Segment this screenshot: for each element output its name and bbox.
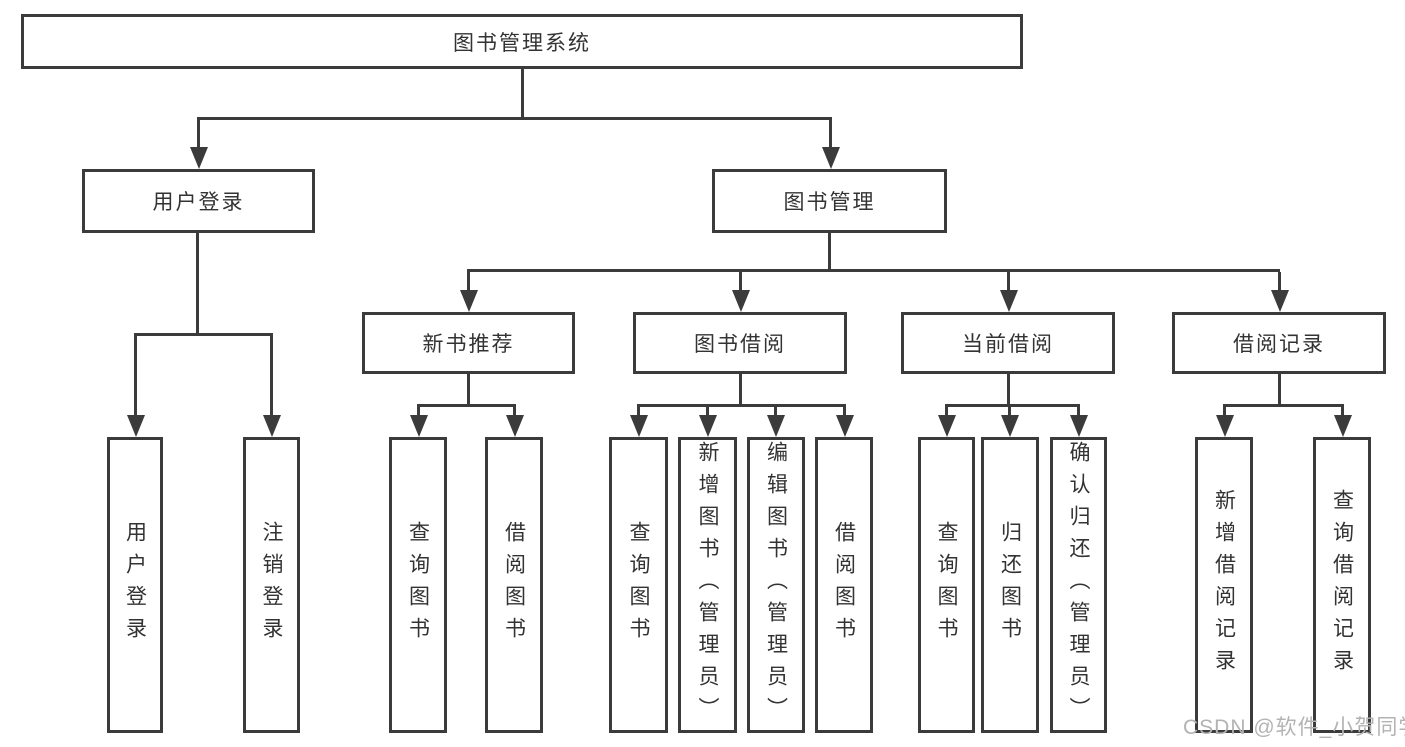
node-label: 注销登录 bbox=[260, 521, 283, 649]
watermark-text: CSDN @软件_小贺同学 bbox=[1183, 716, 1405, 739]
node-label: 归还图书 bbox=[998, 521, 1022, 649]
connector-line bbox=[1008, 407, 1011, 417]
leaf-current-query-books: 查询图书 bbox=[918, 437, 975, 733]
connector-line bbox=[417, 404, 516, 407]
arrowhead-down-icon bbox=[505, 415, 524, 437]
arrowhead-down-icon bbox=[1270, 290, 1289, 312]
connector-line bbox=[637, 404, 846, 407]
connector-line bbox=[134, 333, 273, 336]
leaf-borrowing-query-books: 查询图书 bbox=[609, 437, 668, 733]
arrowhead-down-icon bbox=[1069, 415, 1088, 437]
leaf-current-return-books: 归还图书 bbox=[981, 437, 1039, 733]
arrowhead-down-icon bbox=[999, 290, 1018, 312]
arrowhead-down-icon bbox=[459, 290, 478, 312]
node-label: 当前借阅 bbox=[962, 333, 1054, 356]
node-label: 编辑图书（管理员） bbox=[764, 441, 788, 729]
node-label: 新增借阅记录 bbox=[1212, 489, 1236, 681]
connector-line bbox=[417, 407, 420, 417]
connector-line bbox=[637, 407, 640, 417]
leaf-newrec-borrow-books: 借阅图书 bbox=[485, 437, 543, 733]
arrowhead-down-icon bbox=[835, 415, 854, 437]
arrowhead-down-icon bbox=[126, 415, 145, 437]
connector-line bbox=[1278, 272, 1281, 292]
leaf-borrowing-borrow-books: 借阅图书 bbox=[815, 437, 873, 733]
arrowhead-down-icon bbox=[629, 415, 648, 437]
node-label: 查询图书 bbox=[406, 521, 430, 649]
connector-line bbox=[467, 269, 1280, 272]
connector-line bbox=[196, 233, 199, 335]
connector-line bbox=[706, 407, 709, 417]
arrowhead-down-icon bbox=[1001, 415, 1019, 437]
leaf-logout: 注销登录 bbox=[243, 437, 300, 733]
leaf-current-confirm-return-admin: 确认归还（管理员） bbox=[1050, 437, 1107, 733]
connector-line bbox=[513, 407, 516, 417]
connector-line bbox=[843, 407, 846, 417]
connector-line bbox=[1077, 407, 1080, 417]
node-book-borrowing: 图书借阅 bbox=[633, 312, 847, 374]
node-label: 查询借阅记录 bbox=[1330, 489, 1354, 681]
connector-line bbox=[467, 272, 470, 292]
arrowhead-down-icon bbox=[409, 415, 428, 437]
connector-line bbox=[270, 336, 273, 417]
node-label: 借阅记录 bbox=[1233, 333, 1325, 356]
leaf-records-add-record: 新增借阅记录 bbox=[1195, 437, 1253, 733]
node-label: 图书借阅 bbox=[694, 333, 786, 356]
node-label: 用户登录 bbox=[123, 521, 147, 649]
node-label: 新增图书（管理员） bbox=[696, 441, 719, 729]
connector-line bbox=[1223, 407, 1226, 417]
connector-line bbox=[945, 404, 1080, 407]
leaf-newrec-query-books: 查询图书 bbox=[389, 437, 447, 733]
connector-line bbox=[945, 407, 948, 417]
connector-line bbox=[739, 374, 742, 406]
node-label: 借阅图书 bbox=[502, 521, 526, 649]
arrowhead-down-icon bbox=[731, 290, 750, 312]
connector-line bbox=[1223, 404, 1344, 407]
arrowhead-down-icon bbox=[821, 147, 840, 169]
node-label: 借阅图书 bbox=[832, 521, 856, 649]
leaf-borrowing-edit-books-admin: 编辑图书（管理员） bbox=[747, 437, 805, 733]
connector-line bbox=[1278, 374, 1281, 406]
connector-line bbox=[1007, 374, 1010, 406]
node-current-borrowing: 当前借阅 bbox=[901, 312, 1115, 374]
node-label: 图书管理 bbox=[783, 191, 876, 214]
connector-line bbox=[739, 272, 742, 292]
connector-line bbox=[134, 336, 137, 417]
arrowhead-down-icon bbox=[766, 415, 785, 437]
connector-line bbox=[829, 120, 832, 149]
connector-line bbox=[828, 233, 831, 271]
arrowhead-down-icon bbox=[937, 415, 956, 437]
node-library-management-system: 图书管理系统 bbox=[21, 14, 1023, 69]
arrowhead-down-icon bbox=[1333, 415, 1352, 437]
node-label: 用户登录 bbox=[152, 191, 245, 214]
leaf-user-login: 用户登录 bbox=[107, 437, 163, 733]
connector-line bbox=[1007, 272, 1010, 292]
connector-line bbox=[774, 407, 777, 417]
node-label: 确认归还（管理员） bbox=[1067, 441, 1090, 729]
node-label: 查询图书 bbox=[935, 521, 958, 649]
arrowhead-down-icon bbox=[1215, 415, 1234, 437]
arrowhead-down-icon bbox=[262, 415, 281, 437]
connector-line bbox=[197, 117, 832, 120]
connector-line bbox=[197, 120, 200, 149]
node-new-book-recommend: 新书推荐 bbox=[362, 312, 575, 374]
leaf-borrowing-add-books-admin: 新增图书（管理员） bbox=[678, 437, 737, 733]
node-book-management: 图书管理 bbox=[712, 169, 947, 233]
connector-line bbox=[521, 69, 524, 119]
leaf-records-query-record: 查询借阅记录 bbox=[1313, 437, 1371, 733]
node-borrowing-records: 借阅记录 bbox=[1172, 312, 1386, 374]
arrowhead-down-icon bbox=[698, 415, 717, 437]
arrowhead-down-icon bbox=[189, 147, 208, 169]
node-label: 查询图书 bbox=[627, 521, 650, 649]
node-label: 图书管理系统 bbox=[453, 31, 591, 55]
connector-line bbox=[467, 374, 470, 406]
node-user-login: 用户登录 bbox=[82, 169, 315, 233]
node-label: 新书推荐 bbox=[422, 333, 515, 356]
connector-line bbox=[1341, 407, 1344, 417]
